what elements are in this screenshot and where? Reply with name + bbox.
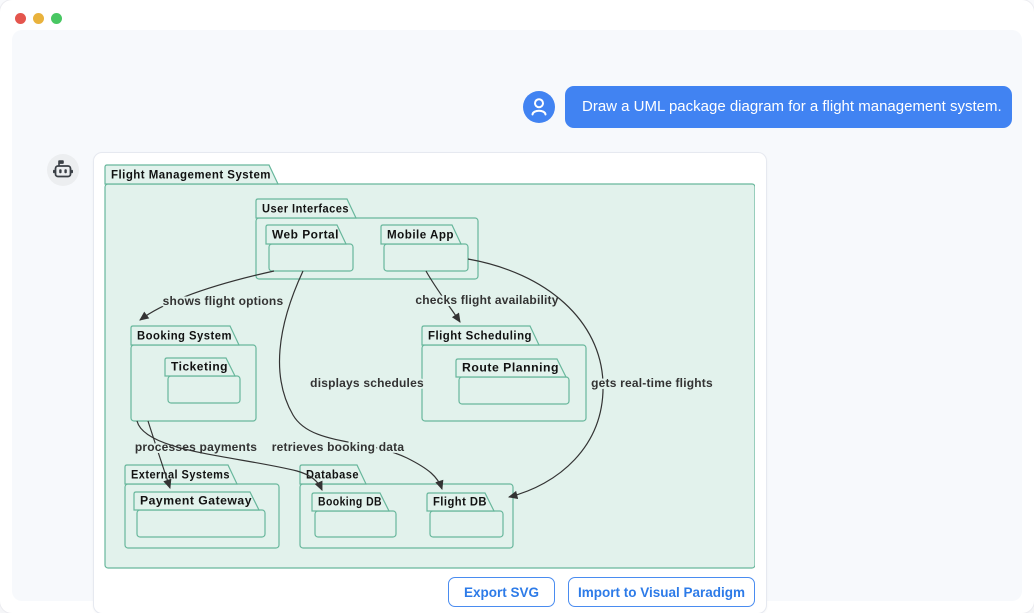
user-message-bubble: Draw a UML package diagram for a flight …	[565, 86, 1012, 128]
package-label-ticketing: Ticketing	[171, 360, 228, 374]
package-booking-db: Booking DB	[311, 492, 397, 538]
package-label-payment-gateway: Payment Gateway	[140, 494, 252, 508]
package-web-portal: Web Portal	[265, 224, 354, 272]
export-svg-button[interactable]: Export SVG	[448, 577, 555, 607]
user-avatar	[523, 91, 555, 123]
chat-panel: Draw a UML package diagram for a flight …	[12, 30, 1022, 613]
edge-booking-system-to-booking-db: retrieves booking data	[136, 420, 406, 491]
package-label-booking-system: Booking System	[137, 329, 232, 343]
bot-avatar	[47, 154, 79, 186]
edge-web-portal-to-booking-system: shows flight options	[139, 270, 285, 321]
edge-web-portal-to-flight-db: displays schedules	[278, 270, 444, 490]
user-icon	[531, 98, 547, 116]
package-label-flight-db: Flight DB	[433, 495, 487, 509]
package-mobile-app: Mobile App	[380, 224, 469, 272]
package-label-database: Database	[306, 468, 359, 482]
package-label-booking-db: Booking DB	[318, 495, 382, 509]
package-ticketing: Ticketing	[164, 357, 241, 404]
close-button[interactable]	[15, 13, 26, 24]
edge-mobile-app-to-flight-db: gets real-time flights	[467, 258, 715, 500]
package-label-flight-scheduling: Flight Scheduling	[428, 329, 532, 343]
package-label-mobile-app: Mobile App	[387, 228, 454, 242]
minimize-button[interactable]	[33, 13, 44, 24]
robot-icon	[53, 160, 73, 178]
edge-label: retrieves booking data	[272, 440, 405, 454]
package-route-planning: Route Planning	[455, 358, 570, 405]
maximize-button[interactable]	[51, 13, 62, 24]
package-flight-db: Flight DB	[426, 492, 504, 538]
edge-label: shows flight options	[163, 294, 284, 308]
edge-label: gets real-time flights	[591, 376, 713, 390]
package-label-web-portal: Web Portal	[272, 228, 339, 242]
package-label-external-systems: External Systems	[131, 468, 230, 482]
import-visual-paradigm-button[interactable]: Import to Visual Paradigm	[568, 577, 755, 607]
package-payment-gateway: Payment Gateway	[133, 491, 266, 538]
edge-label: checks flight availability	[415, 293, 558, 307]
package-label-flight-management-system: Flight Management System	[111, 168, 271, 182]
package-label-user-interfaces: User Interfaces	[262, 202, 349, 216]
edge-mobile-app-to-flight-scheduling: checks flight availability	[413, 270, 561, 323]
edge-label: displays schedules	[310, 376, 424, 390]
package-label-route-planning: Route Planning	[462, 361, 559, 375]
